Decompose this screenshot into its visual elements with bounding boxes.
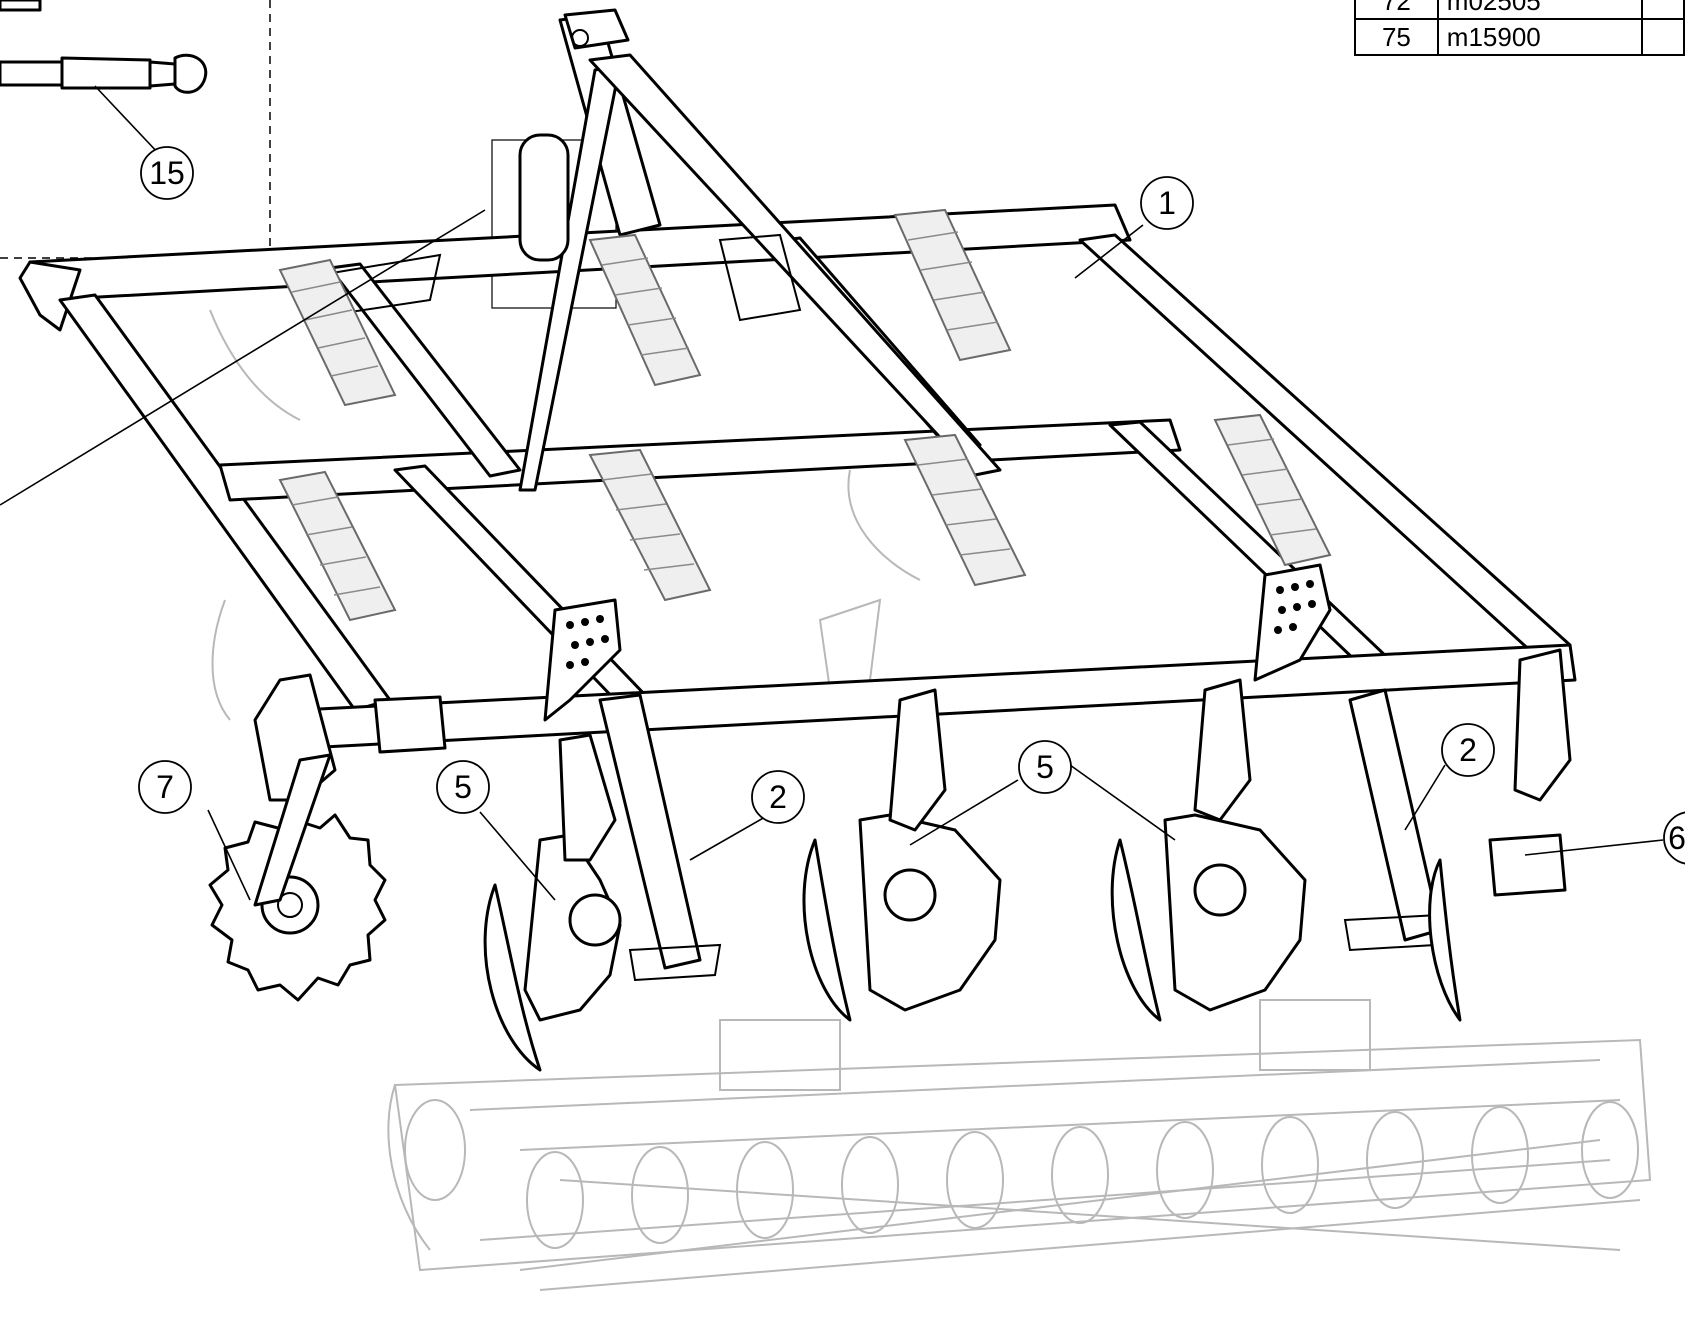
serrated-discs [483,678,1307,1072]
part-position: 75 [1354,18,1439,56]
callout-2: 2 [1441,723,1495,777]
main-frame [18,203,1577,754]
callout-label: 5 [1036,749,1054,785]
callout-label: 6 [1668,820,1685,856]
callout-label: 5 [454,769,472,805]
callout-5: 5 [1018,740,1072,794]
callout-label: 7 [156,769,174,805]
callout-label: 1 [1158,185,1176,221]
parts-row: 72 m02505 [1354,0,1685,20]
callout-6: 6 [1663,811,1685,865]
callout-2: 2 [751,770,805,824]
callout-7: 7 [138,760,192,814]
part-code: m02505 [1436,0,1644,20]
callout-1: 1 [1140,176,1194,230]
parts-table: 72 m02505 75 m15900 [1354,0,1685,56]
leader-lines [0,85,1664,901]
callout-5: 5 [436,760,490,814]
scalloped-disc [208,673,387,1002]
part-extra-cell [1641,0,1685,20]
part-position: 72 [1354,0,1439,20]
adjustment-plates [543,563,1332,722]
hand-lever [0,0,208,94]
callout-label: 15 [149,155,185,191]
hitch-tower [318,8,1002,492]
callout-label: 2 [1459,732,1477,768]
callout-15: 15 [140,146,194,200]
packer-roller [387,999,1652,1291]
part-code: m15900 [1436,18,1644,56]
subsoiler-legs [598,688,1442,982]
callout-label: 2 [769,779,787,815]
coil-springs [278,208,1332,622]
parts-row: 75 m15900 [1354,18,1685,56]
part-extra-cell [1641,18,1685,56]
half-disc [1428,648,1572,1022]
